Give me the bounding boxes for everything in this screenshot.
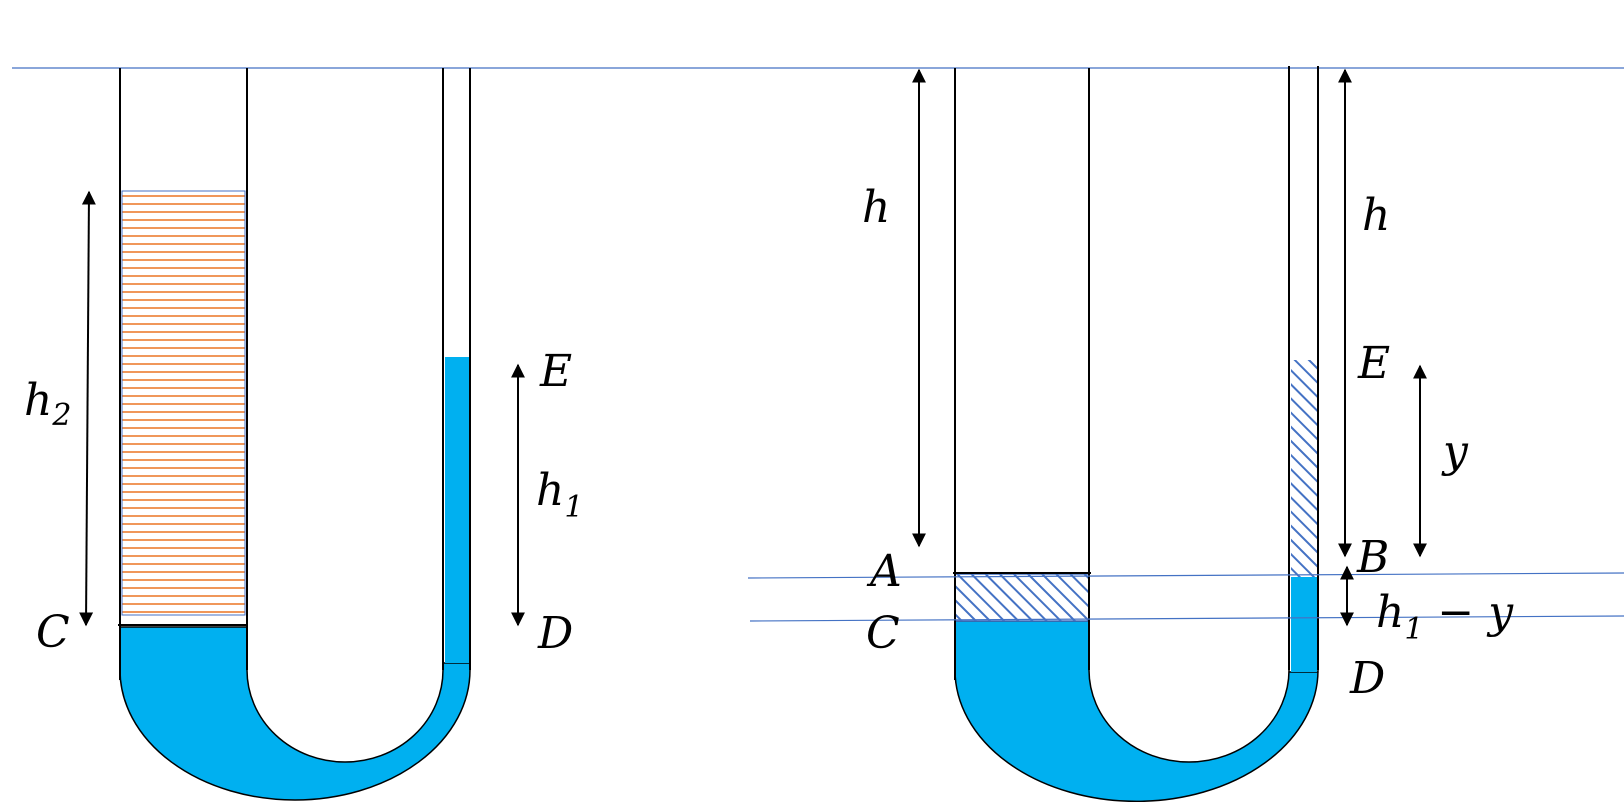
label-right-A: A [866, 546, 902, 597]
right-hatched-column-narrow [1291, 360, 1317, 577]
reference-line-A [747, 572, 1624, 579]
right-u-tube: h h E y A B C h1 − y D [747, 66, 1624, 802]
label-left-E: E [539, 346, 572, 397]
label-right-B: B [1356, 532, 1389, 583]
right-water-column [1291, 577, 1317, 672]
right-hatched-block-wide [954, 573, 1090, 622]
left-water-column [445, 357, 469, 663]
label-right-E: E [1357, 338, 1390, 389]
label-right-h1-minus-y: h1 − y [1376, 587, 1514, 647]
left-h2-arrow [79, 190, 96, 627]
label-right-D: D [1349, 653, 1385, 704]
label-right-h-right: h [1362, 190, 1390, 241]
left-oil-column [121, 190, 246, 616]
left-u-tube: h2 C E h1 D [24, 68, 583, 801]
left-water-bend [119, 626, 471, 801]
label-left-D: D [537, 608, 573, 659]
right-water-bend [954, 620, 1319, 802]
label-left-h1: h1 [536, 465, 583, 525]
label-right-y: y [1441, 426, 1469, 477]
label-h2: h2 [24, 375, 71, 433]
label-left-C: C [36, 607, 70, 658]
reference-line-C [749, 615, 1624, 622]
label-right-h-left: h [862, 182, 890, 233]
label-right-C: C [866, 608, 900, 659]
